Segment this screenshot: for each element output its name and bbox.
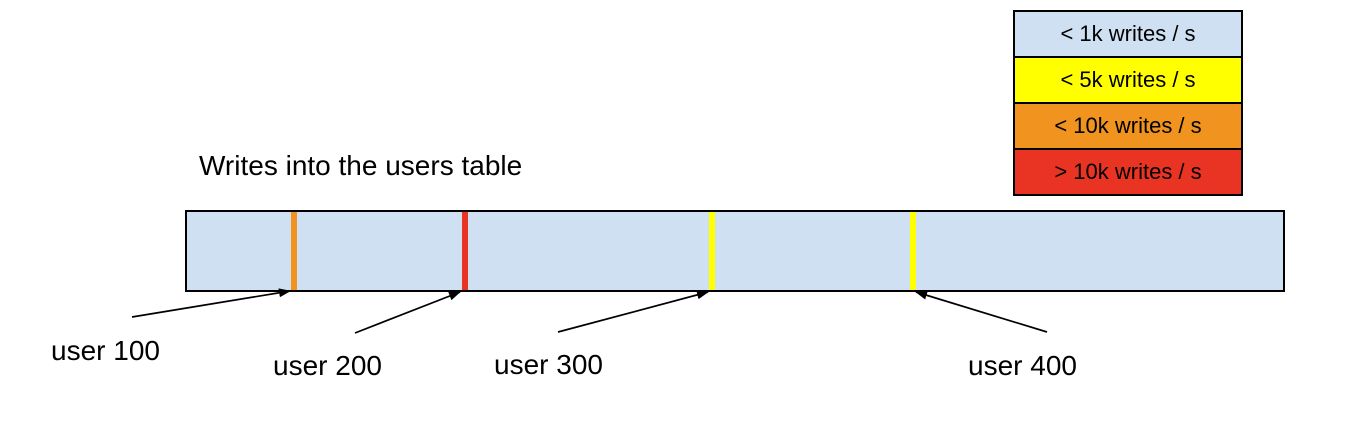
legend-item-label: < 1k writes / s: [1060, 21, 1196, 46]
legend-item-gt-10k: > 10k writes / s: [1013, 148, 1243, 196]
users-table-bar: [185, 210, 1285, 292]
legend-item-label: > 10k writes / s: [1054, 159, 1202, 184]
legend-item-lt-10k: < 10k writes / s: [1013, 102, 1243, 150]
annotation-arrow-3: [557, 290, 709, 333]
annotation-arrow-1: [131, 288, 291, 318]
user-label-1: user 100: [51, 335, 160, 366]
legend-item-label: < 10k writes / s: [1054, 113, 1202, 138]
user-label-4: user 400: [968, 350, 1077, 381]
legend-item-label: < 5k writes / s: [1060, 67, 1196, 92]
user-label-3: user 300: [494, 349, 603, 380]
write-hotspot-stripe-4: [910, 212, 916, 290]
annotation-arrow-4: [915, 290, 1048, 333]
diagram-title: Writes into the users table: [199, 150, 523, 181]
user-label-2: user 200: [273, 350, 382, 381]
legend-item-lt-5k: < 5k writes / s: [1013, 56, 1243, 104]
write-hotspot-stripe-3: [709, 212, 715, 290]
write-hotspot-stripe-2: [462, 212, 468, 290]
annotation-arrow-2: [354, 291, 461, 334]
write-rate-legend: < 1k writes / s < 5k writes / s < 10k writ…: [1013, 10, 1243, 196]
write-hotspot-stripe-1: [291, 212, 297, 290]
legend-item-lt-1k: < 1k writes / s: [1013, 10, 1243, 58]
